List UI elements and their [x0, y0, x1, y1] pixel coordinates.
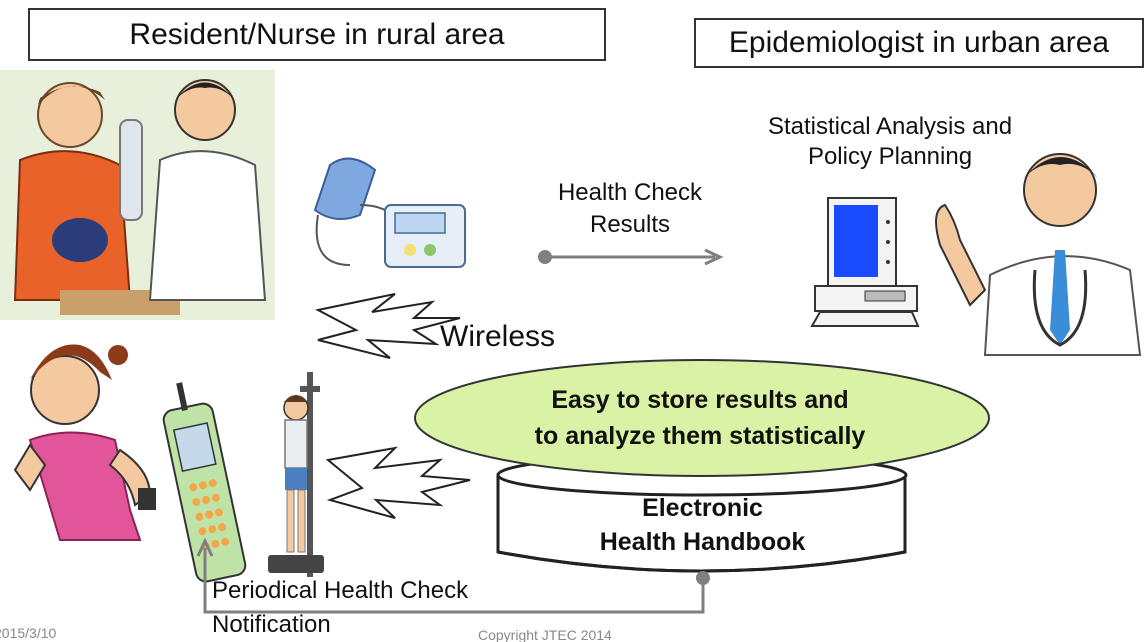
wireless-label: Wireless	[440, 320, 556, 353]
notification-line2: Notification	[212, 611, 331, 638]
ehh-line1: Electronic	[642, 494, 763, 522]
computer-illustration	[810, 197, 920, 327]
wireless-zigzag-lower	[325, 446, 471, 519]
footer-copyright: Copyright JTEC 2014	[478, 627, 612, 642]
girl-illustration	[13, 344, 156, 541]
nurse-patient-illustration	[0, 70, 275, 320]
notification-arrow	[196, 537, 710, 614]
footer-date: 2015/3/10	[0, 625, 57, 641]
blood-pressure-monitor-illustration	[313, 157, 466, 268]
mobile-phone-illustration	[162, 382, 247, 583]
benefit-line1: Easy to store results and	[551, 386, 849, 414]
height-scale-illustration	[268, 372, 324, 577]
epidemiologist-label: Epidemiologist in urban area	[694, 18, 1144, 68]
notification-line1: Periodical Health Check	[212, 577, 469, 604]
ehh-line2: Health Handbook	[599, 528, 806, 556]
benefit-line2: to analyze them statistically	[534, 422, 866, 450]
resident-nurse-label: Resident/Nurse in rural area	[28, 8, 606, 61]
wireless-zigzag-upper	[315, 293, 461, 359]
health-check-arrow	[538, 248, 724, 266]
stat-analysis-line1: Statistical Analysis and	[767, 113, 1013, 140]
stat-analysis-line2: Policy Planning	[807, 143, 973, 170]
health-check-line1: Health Check	[557, 179, 703, 206]
health-check-line2: Results	[589, 211, 671, 238]
benefit-ellipse	[414, 359, 990, 477]
doctor-illustration	[935, 153, 1142, 356]
